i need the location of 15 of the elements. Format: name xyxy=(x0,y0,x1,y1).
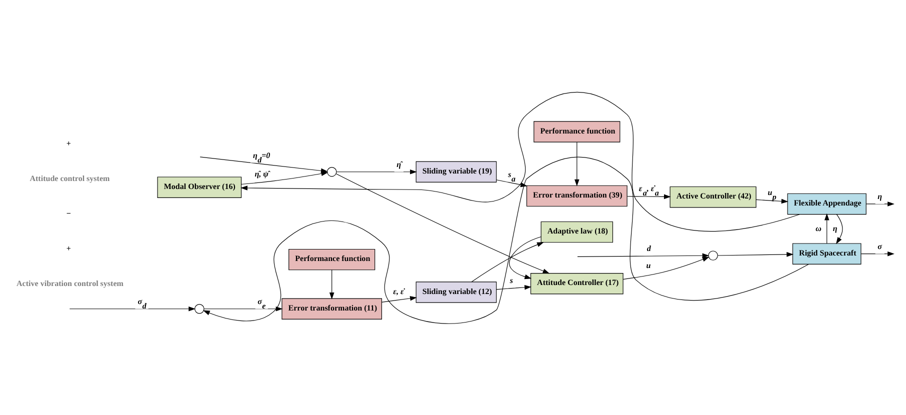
label: + xyxy=(66,243,71,252)
edge-label: d xyxy=(646,243,651,252)
edge-label: η xyxy=(878,192,882,201)
edge-label: s xyxy=(510,275,513,284)
edge-label: η̂ xyxy=(396,160,402,169)
label: + xyxy=(66,138,71,148)
edge-label: ε, ε̇ xyxy=(393,286,404,296)
edge-label: η xyxy=(832,223,838,232)
edge-label: σ xyxy=(878,242,882,251)
label: Active vibration control system xyxy=(16,278,124,288)
label: Attitude control system xyxy=(30,173,110,182)
edge-label: η̂, ψ̂ xyxy=(254,168,268,178)
edge-label: u xyxy=(646,260,651,270)
edge-label: ω xyxy=(816,223,822,232)
label: − xyxy=(66,208,71,218)
